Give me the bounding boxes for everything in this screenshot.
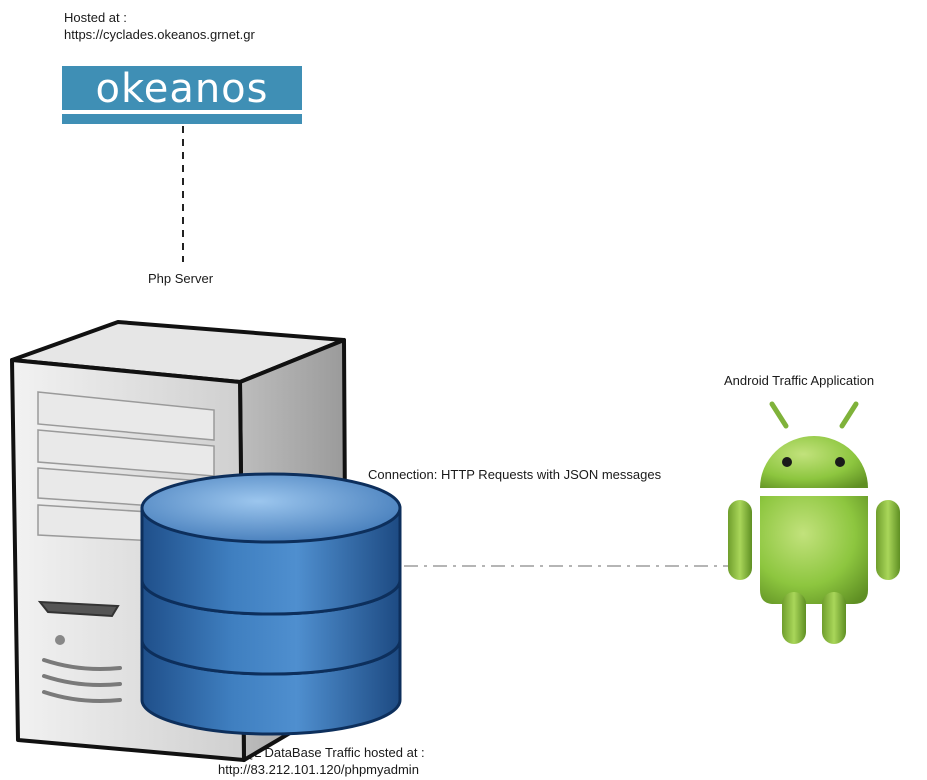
database-host-url: http://83.212.101.120/phpmyadmin xyxy=(218,762,419,777)
hosted-url: https://cyclades.okeanos.grnet.gr xyxy=(64,27,255,42)
database-host-label: MySQL DataBase Traffic hosted at : xyxy=(218,745,425,760)
php-server-label: Php Server xyxy=(148,271,214,286)
android-robot-icon xyxy=(728,401,900,644)
connection-label: Connection: HTTP Requests with JSON mess… xyxy=(368,467,662,482)
database-icon xyxy=(140,472,402,736)
okeanos-logo xyxy=(62,66,302,124)
android-app-label: Android Traffic Application xyxy=(724,373,875,388)
okeanos-logo-text: okeanos xyxy=(95,66,269,112)
hosted-at-label: Hosted at : xyxy=(64,10,127,25)
